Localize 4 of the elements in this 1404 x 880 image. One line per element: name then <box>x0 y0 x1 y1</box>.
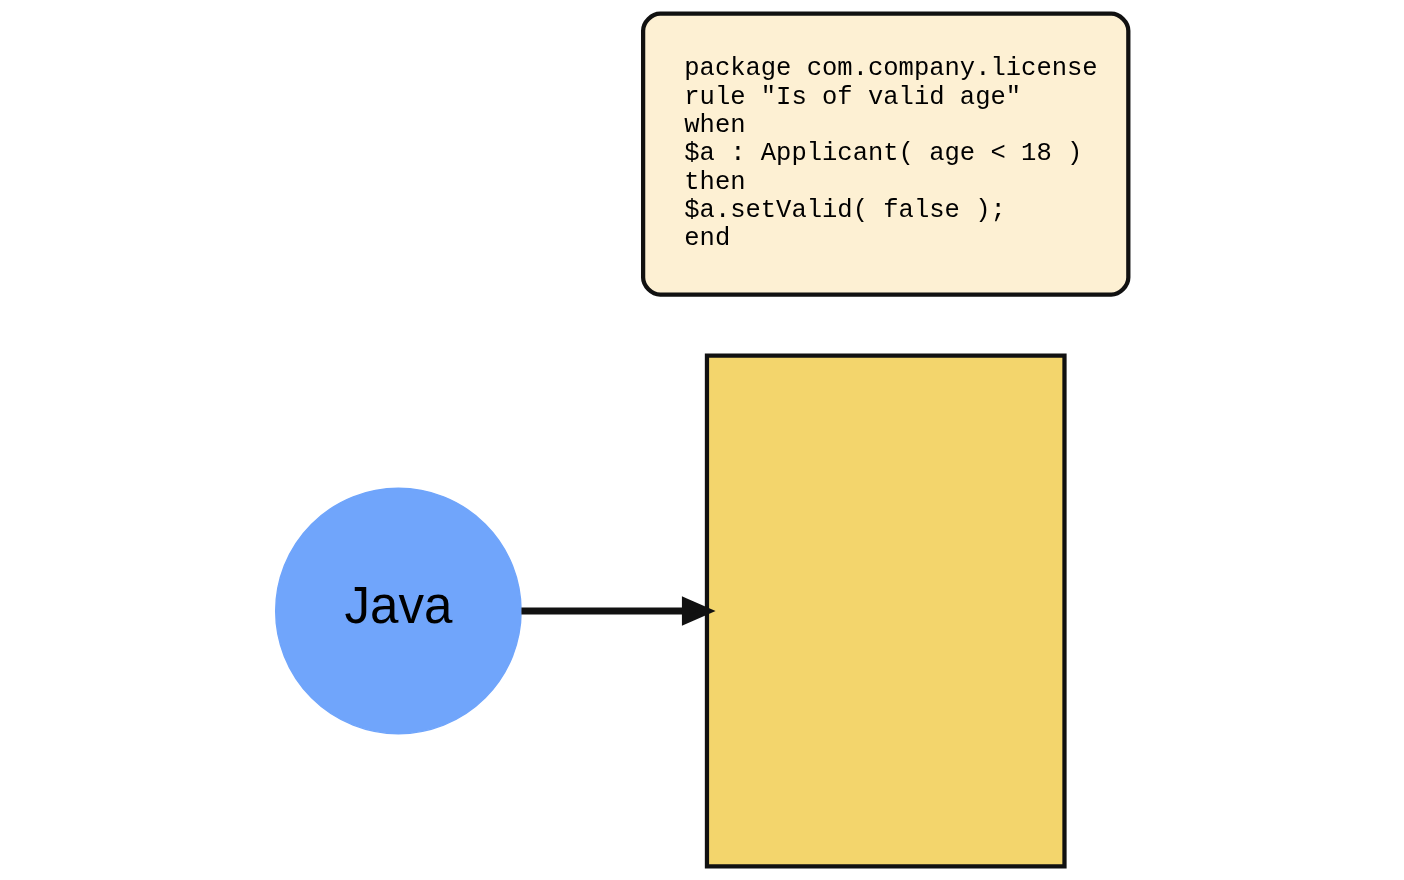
node-box <box>704 353 1067 869</box>
node-circle: Java <box>274 487 522 735</box>
arrow <box>521 596 716 626</box>
node-box: package com.company.license rule "Is of valid age" when $a : Applicant( age < 18 ) then $a.setValid( false ); end <box>641 11 1131 297</box>
